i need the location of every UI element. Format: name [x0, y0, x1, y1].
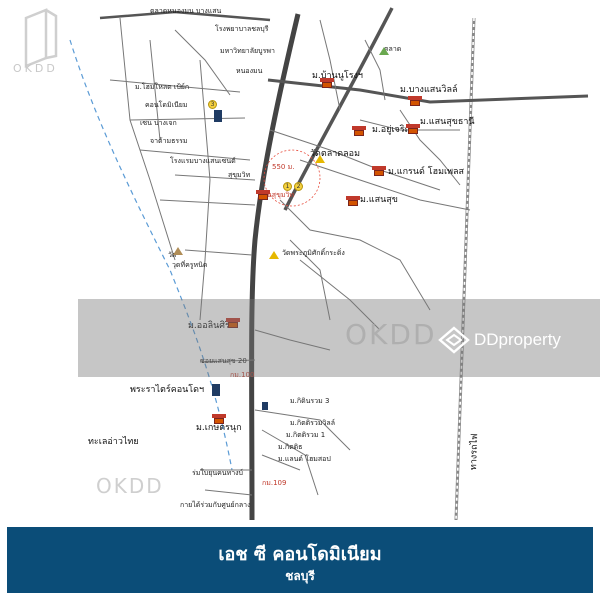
- map-label: ตลาด: [384, 45, 402, 53]
- radius-label: 550 ม.: [272, 163, 295, 171]
- house-icon: [372, 166, 386, 176]
- map-label: ม.กิตติรวม 1: [286, 431, 326, 439]
- ddproperty-logo-text: DDproperty: [474, 330, 561, 349]
- okdd-logo-icon: [24, 8, 58, 68]
- road-km-label: ถนนสุขุมวิท: [258, 191, 295, 199]
- road-km-label: กม.100: [230, 371, 255, 379]
- house-icon: [346, 196, 360, 206]
- location-map: OKDD OKDD OKDD ตลาดหนองมน บางแสน โรงพยาบ…: [13, 7, 589, 520]
- map-label: สุขุมวิท: [228, 171, 251, 179]
- map-label: จาต้ามธรรม: [150, 137, 188, 145]
- map-label: ม.กิตติธ: [278, 443, 303, 451]
- map-label: มหาวิทยาลัยบูรพา: [220, 47, 275, 55]
- map-label: พระราไตร์คอนโดฯ: [130, 385, 205, 395]
- map-label-railway: ทางรถไฟ: [469, 433, 481, 471]
- map-label-village: ม.ออลินศิริ: [188, 321, 230, 331]
- house-icon: [408, 96, 422, 106]
- pin-icon: 2: [294, 182, 303, 191]
- map-label: ซอยแสนสุข 20: [200, 357, 247, 365]
- map-label: ม.กิดินรวม 3: [290, 397, 330, 405]
- map-label: โรงแรมบางแสนเซนต์: [170, 157, 236, 165]
- map-label-village: ม.อยู่เจริญ: [372, 125, 413, 135]
- project-title: เอช ซี คอนโดมิเนียม: [218, 544, 382, 565]
- house-icon: [406, 124, 420, 134]
- map-label: กายได้ร่วมกับศูนย์กลาง: [180, 501, 251, 509]
- map-label-village: ม.เกษตรนุก: [196, 423, 242, 433]
- pin-icon: 1: [283, 182, 292, 191]
- map-label-sea: ทะเลอ่าวไทย: [88, 437, 139, 447]
- map-label: คอนโดมิเนียม: [145, 101, 188, 109]
- condo-building-icon: [262, 402, 268, 410]
- house-icon: [352, 126, 366, 136]
- ddproperty-logo-icon: [438, 326, 470, 354]
- map-label-village: ม.บางแสนวิลล์: [400, 85, 458, 95]
- okdd-logo-text: OKDD: [13, 62, 58, 75]
- map-label: เซน บางเจก: [140, 119, 177, 127]
- map-label: วุดที่ครูหนิด: [172, 261, 208, 269]
- house-icon: [226, 318, 240, 328]
- map-label: ม.แลนด์ โฮมสอป: [278, 455, 331, 463]
- watermark-band: [78, 299, 600, 377]
- map-roads: [69, 7, 589, 520]
- house-icon: [212, 414, 226, 424]
- watermark-text: OKDD: [96, 474, 164, 498]
- project-location: ชลบุรี: [285, 569, 315, 583]
- map-label: วัด: [168, 251, 177, 259]
- house-icon: [320, 78, 334, 88]
- map-label-temple: วัดพระภูมิศักดิ์กระดิ่ง: [282, 249, 345, 257]
- house-icon: [256, 190, 270, 200]
- map-label-village: ม.แกรนด์ โฮมเพลส: [388, 167, 465, 177]
- map-label-village: ม.แสนสุขธานี: [420, 117, 475, 127]
- map-label-village: ม.บ้านนูโรงฯ: [312, 71, 363, 81]
- pin-icon: 3: [208, 100, 217, 109]
- map-label: หนองมน: [236, 67, 263, 75]
- map-label: ม.โฮมโหลด เป้ย์ก: [135, 83, 190, 91]
- map-label-village: ม.แสนสุข: [360, 195, 398, 205]
- condo-building-icon: [212, 384, 220, 396]
- temple-icon: [173, 247, 183, 255]
- condo-building-icon: [214, 110, 222, 122]
- map-label-temple: วัดตลาดลอม: [310, 149, 361, 159]
- road-km-label: กม.109: [262, 479, 287, 487]
- temple-icon: [379, 47, 389, 55]
- caption-banner: เอช ซี คอนโดมิเนียม ชลบุรี: [7, 527, 593, 593]
- map-label: ตลาดหนองมน บางแสน: [150, 7, 222, 15]
- map-label: โรงพยาบาลชลบุรี: [215, 25, 269, 33]
- watermark-text-center: OKDD: [345, 318, 437, 351]
- temple-icon: [315, 155, 325, 163]
- temple-icon: [269, 251, 279, 259]
- map-label: ม.กิตติรวมวิลล์: [290, 419, 335, 427]
- map-label: ร่มใบยุนคนทางบ์: [192, 469, 243, 477]
